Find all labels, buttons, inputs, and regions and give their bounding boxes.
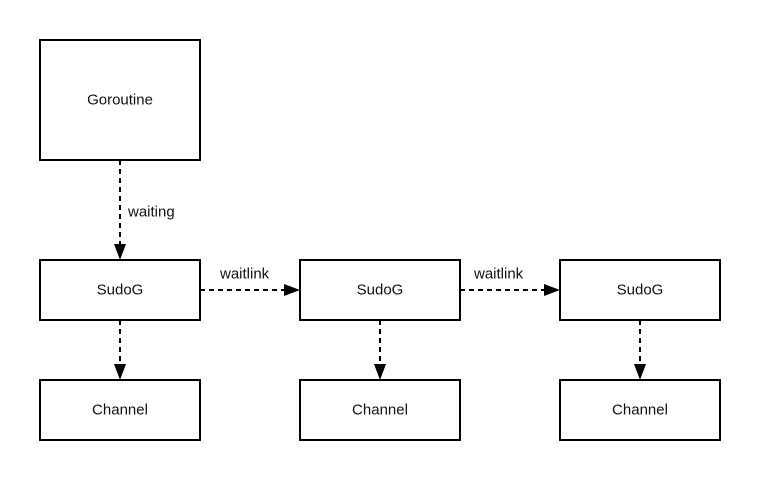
waitlink-arrow-1 [200, 284, 300, 296]
sudog-node-1: SudoG [39, 259, 201, 321]
goroutine-node: Goroutine [39, 39, 201, 161]
sudog-node-3: SudoG [559, 259, 721, 321]
channel-node-2: Channel [299, 379, 461, 441]
sudog-label-2: SudoG [357, 282, 404, 299]
channel-node-3: Channel [559, 379, 721, 441]
sudog-label-1: SudoG [97, 282, 144, 299]
channel-node-1: Channel [39, 379, 201, 441]
sudog-to-channel-arrow-3 [634, 320, 646, 380]
channel-label-3: Channel [612, 402, 668, 419]
waitlink-label-1: waitlink [219, 266, 270, 283]
sudog-label-3: SudoG [617, 282, 664, 299]
waiting-arrow [114, 160, 126, 260]
goroutine-label: Goroutine [87, 92, 153, 109]
waiting-label: waiting [127, 204, 175, 221]
channel-label-2: Channel [352, 402, 408, 419]
sudog-to-channel-arrow-1 [114, 320, 126, 380]
channel-label-1: Channel [92, 402, 148, 419]
waitlink-arrow-2 [460, 284, 560, 296]
sudog-to-channel-arrow-2 [374, 320, 386, 380]
waitlink-label-2: waitlink [473, 266, 524, 283]
sudog-node-2: SudoG [299, 259, 461, 321]
